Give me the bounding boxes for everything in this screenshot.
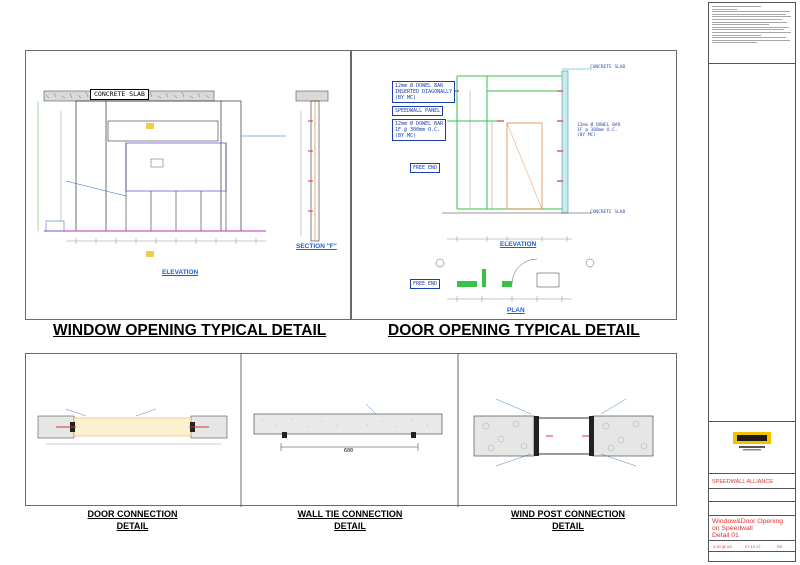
project-line-2: on Speedwall xyxy=(712,525,753,532)
tag-horizontal-dowel: 12mm Ø DOWEL BAR 1F @ 300mm O.C. (BY MC) xyxy=(392,119,447,141)
door-connection-title-line2: DETAIL xyxy=(116,521,149,531)
tag-dowel-right: 12mm Ø DOWEL BAR 1F @ 300mm O.C. (BY MC) xyxy=(577,123,621,138)
title-block-divider xyxy=(709,488,795,489)
window-elevation-drawing xyxy=(37,90,329,257)
wall-tie-title: WALL TIE CONNECTION DETAIL xyxy=(290,508,410,532)
connections-panel: 600 xyxy=(25,353,677,507)
door-detail-title: DOOR OPENING TYPICAL DETAIL xyxy=(388,322,640,339)
window-detail-title: WINDOW OPENING TYPICAL DETAIL xyxy=(53,322,327,339)
title-block-divider xyxy=(709,551,795,552)
door-elevation-label: ELEVATION xyxy=(500,241,537,248)
title-block-divider xyxy=(709,473,795,474)
project-line-3: Detail 01 xyxy=(712,532,739,539)
connections-drawing xyxy=(37,354,654,507)
title-block: SPEEDWALL ALLIANCE Window&Door Opening o… xyxy=(708,2,796,562)
title-block-divider xyxy=(709,540,795,541)
title-block-divider xyxy=(709,501,795,502)
wall-tie-title-line1: WALL TIE CONNECTION xyxy=(297,509,403,519)
tag-speedwall-panel: SPEEDWALL PANEL xyxy=(392,106,444,116)
window-detail-panel: CONCRETE SLAB ELEVATION SECTION "F" xyxy=(25,50,351,320)
window-elevation-label: ELEVATION xyxy=(162,269,199,276)
door-plan-label: PLAN xyxy=(507,307,525,314)
door-connection-title-line1: DOOR CONNECTION xyxy=(87,509,178,519)
title-block-rev: R0 xyxy=(777,544,783,549)
tag-free-end: FREE END xyxy=(410,163,441,173)
door-elevation-drawing xyxy=(435,68,595,302)
title-block-divider xyxy=(709,63,795,64)
door-detail-panel: 12mm Ø DOWEL BAR INSERTED DIAGONALLY (BY… xyxy=(351,50,677,320)
title-block-date: 27.10.17 xyxy=(745,544,761,549)
door-connection-title: DOOR CONNECTION DETAIL xyxy=(80,508,185,532)
title-block-divider xyxy=(709,515,795,516)
tag-diagonal-dowel: 12mm Ø DOWEL BAR INSERTED DIAGONALLY (BY… xyxy=(392,81,456,103)
wind-post-title-line1: WIND POST CONNECTION xyxy=(511,509,625,519)
wall-tie-dimension: 600 xyxy=(344,448,354,454)
wind-post-title-line2: DETAIL xyxy=(552,521,584,531)
company-logo xyxy=(733,432,771,451)
window-slab-label: CONCRETE SLAB xyxy=(90,89,149,100)
project-line-1: Window&Door Opening xyxy=(712,518,784,525)
title-block-divider xyxy=(709,421,795,422)
tag-slab-top: CONCRETE SLAB xyxy=(590,65,626,70)
tag-free-end-plan: FREE END xyxy=(410,279,441,289)
tag-slab-bottom: CONCRETE SLAB xyxy=(590,210,626,215)
title-block-project: Window&Door Opening on Speedwall Detail … xyxy=(712,518,794,539)
wall-tie-title-line2: DETAIL xyxy=(334,521,366,531)
title-block-notes xyxy=(712,6,794,45)
window-section-label: SECTION "F" xyxy=(296,243,337,250)
title-block-scale: 1:20 @ A3 xyxy=(713,544,732,549)
wind-post-title: WIND POST CONNECTION DETAIL xyxy=(503,508,633,532)
title-block-company: SPEEDWALL ALLIANCE xyxy=(712,479,774,485)
